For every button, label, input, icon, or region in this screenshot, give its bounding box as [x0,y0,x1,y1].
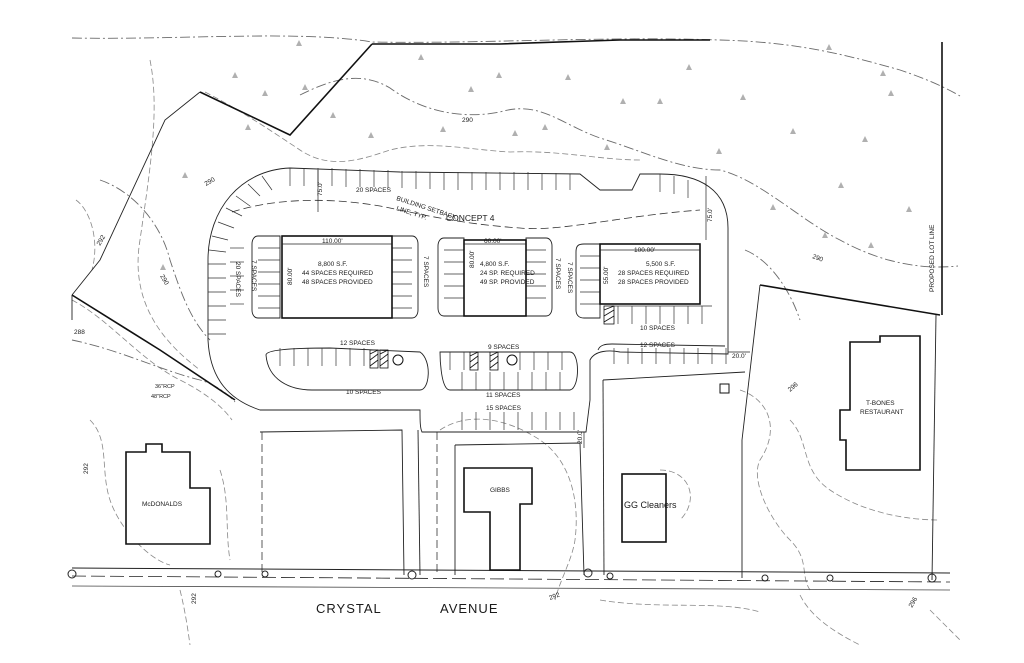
contour-label: 290 [462,117,473,124]
parking-row-15: 15 SPACES [486,405,522,412]
contour-label: 288 [74,329,85,336]
street-name-crystal: CRYSTAL [316,601,382,616]
parking-left-col: 20 SPACES [234,262,241,298]
proposed-building-a [281,235,393,319]
building-c-width: 100.00' [634,247,655,254]
contour-label: 292 [191,593,198,604]
proposed-lot-line-label: PROPOSED LOT LINE [929,224,936,292]
parking-lot [207,167,729,433]
existing-buildings [125,335,921,571]
dimension-lines [282,170,750,448]
building-a-width: 110.00' [322,238,343,245]
building-b-depth: 80.00' [469,250,476,268]
parking-col-a-right: 7 SPACES [422,256,429,288]
tbones-label-1: T-BONES [866,400,895,407]
parking-row-9: 9 SPACES [488,344,520,351]
parking-col-left-7: 7 SPACES [250,260,257,292]
contour-label: 290 [158,274,170,287]
building-c-area: 5,500 S.F. [646,261,675,268]
contour-label: 292 [96,234,108,247]
parking-row-10-right: 10 SPACES [640,325,676,332]
gibbs-label: GIBBS [490,487,511,494]
property-boundaries [71,39,943,581]
building-setback-line [231,199,701,229]
building-a-depth: 80.00' [287,267,294,285]
contour-label: 292 [548,591,561,601]
building-a-area: 8,800 S.F. [318,261,347,268]
contour-label: 296 [908,596,920,609]
tree-symbols [160,40,912,270]
parking-row-10-left: 10 SPACES [346,389,382,396]
drive-dim-2: 20.0' [577,430,584,444]
building-b-required: 24 SP. REQUIRED [480,270,535,277]
setback-dim-1: 75.0' [317,182,324,196]
tbones-label-2: RESTAURANT [860,409,904,416]
cleaners-label: GG Cleaners [624,500,677,510]
concept-title: CONCEPT 4 [446,213,495,223]
contour-label: 296 [787,381,800,394]
pipe-label-2: 48"RCP [151,394,171,400]
parking-col-c-left: 7 SPACES [566,262,573,294]
street-name-avenue: AVENUE [440,601,499,616]
building-c-provided: 28 SPACES PROVIDED [618,279,689,286]
parking-col-b-right: 7 SPACES [554,258,561,290]
parking-row-12-left: 12 SPACES [340,340,376,347]
building-a-provided: 48 SPACES PROVIDED [302,279,373,286]
drive-dim-1: 20.0' [732,353,746,360]
contour-label: 290 [811,253,824,263]
building-c-depth: 55.00' [603,266,610,284]
street-row [67,567,951,591]
contour-label: 292 [83,463,90,474]
mcdonalds-label: McDONALDS [142,501,183,508]
parking-row-11: 11 SPACES [486,392,521,399]
pipe-label-1: 36"RCP [155,384,175,390]
building-b-area: 4,800 S.F. [480,261,509,268]
parking-row-12-right: 12 SPACES [640,342,676,349]
contour-label: 290 [204,176,217,188]
parking-top-row: 20 SPACES [356,187,392,194]
setback-dim-2: 75.0' [707,208,714,222]
proposed-building-c [599,243,701,305]
building-c-required: 28 SPACES REQUIRED [618,270,689,277]
proposed-building-b [463,239,527,317]
building-b-width: 60.00' [484,238,502,245]
building-a-required: 44 SPACES REQUIRED [302,270,373,277]
building-b-provided: 49 SP. PROVIDED [480,279,535,286]
